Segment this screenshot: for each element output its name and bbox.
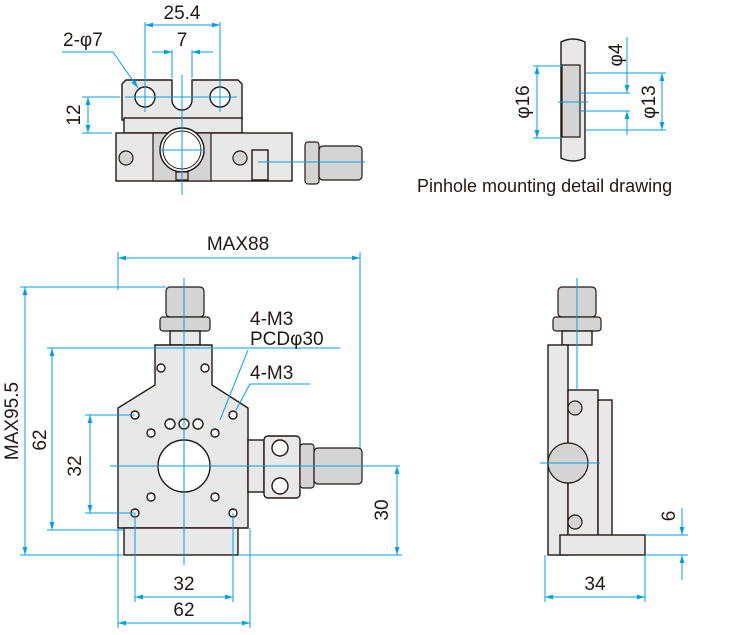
micrometer-mount	[251, 149, 269, 181]
screw-icon	[567, 400, 583, 416]
label-pcd: PCDφ30	[250, 329, 324, 350]
dim-62-horizontal: 62	[173, 600, 194, 621]
dim-32-horizontal: 32	[173, 574, 194, 595]
detail-caption: Pinhole mounting detail drawing	[417, 176, 672, 196]
screw-icon	[232, 150, 248, 166]
dim-pinhole: φ4	[606, 43, 627, 66]
dim-base: 6	[659, 511, 680, 522]
dim-holes: 2-φ7	[63, 30, 103, 51]
screw-icon	[118, 150, 134, 166]
stage-base	[123, 527, 239, 556]
dim-mid: φ13	[639, 85, 660, 118]
label-m3-pcd: 4-M3	[250, 309, 293, 330]
top-micrometer-sleeve	[169, 330, 201, 346]
micrometer-thimble	[318, 145, 363, 181]
dim-depth: 34	[584, 574, 606, 595]
pinhole-detail: φ16 φ13 φ4 Pinhole mounting detail drawi…	[417, 37, 672, 196]
dim-max-height: MAX95.5	[2, 382, 23, 460]
dim-outer: φ16	[513, 85, 534, 118]
top-micrometer-lock	[159, 316, 211, 332]
dim-slot-width: 7	[177, 30, 188, 51]
front-view: MAX88 MAX95.5 62 32 30 32 62 4-M3 PCDφ30…	[2, 234, 402, 628]
side-base	[559, 534, 646, 556]
micrometer-lock	[304, 141, 320, 185]
top-micrometer-thimble	[165, 286, 205, 318]
stage-plate	[117, 344, 249, 529]
label-m3: 4-M3	[250, 363, 293, 384]
dim-32-vertical: 32	[65, 455, 86, 476]
screw-icon	[567, 514, 583, 530]
pinhole-disk	[561, 64, 581, 138]
dim-62-vertical: 62	[30, 429, 51, 450]
side-view: 34 6	[540, 278, 688, 602]
dim-30: 30	[372, 499, 393, 520]
dim-max-width: MAX88	[207, 234, 269, 255]
dim-hole-spacing: 25.4	[164, 3, 201, 24]
dim-height: 12	[64, 104, 85, 125]
top-view: 25.4 7 2-φ7 12	[62, 3, 365, 195]
